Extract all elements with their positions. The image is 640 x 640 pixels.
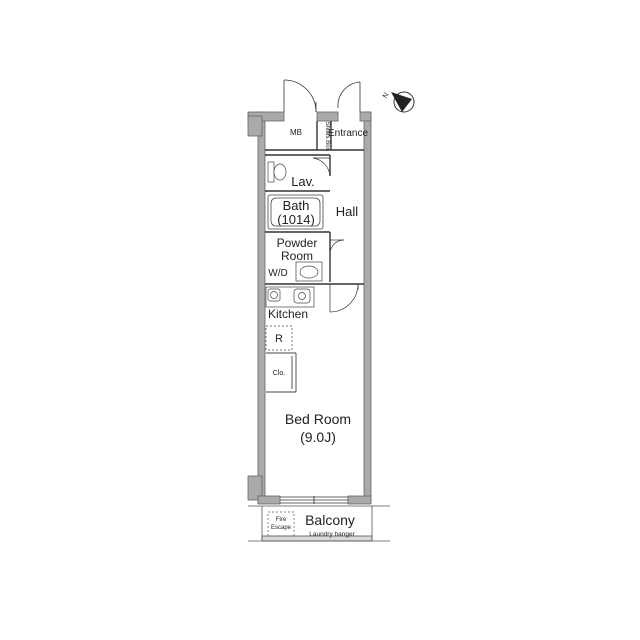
label-hall: Hall bbox=[336, 204, 359, 219]
label-bedroom-size: (9.0J) bbox=[300, 429, 336, 445]
hall-doors bbox=[312, 157, 359, 313]
fire-escape-icon bbox=[267, 511, 295, 537]
label-bath: Bath bbox=[283, 198, 310, 213]
label-powder-2: Room bbox=[281, 249, 313, 263]
label-bath-size: (1014) bbox=[277, 212, 315, 227]
closet-icon bbox=[266, 352, 297, 393]
compass-north-label: N bbox=[382, 92, 391, 100]
label-bedroom: Bed Room bbox=[285, 411, 351, 427]
left-column-bottom bbox=[247, 475, 263, 501]
label-powder-1: Powder bbox=[277, 236, 318, 250]
label-entrance: Entrance bbox=[328, 128, 368, 139]
top-right-wall bbox=[359, 111, 372, 122]
fridge-icon bbox=[265, 325, 293, 351]
compass-icon bbox=[391, 91, 415, 113]
entrance-doors bbox=[283, 79, 361, 113]
left-column-top bbox=[247, 115, 263, 137]
top-middle-wall bbox=[316, 111, 339, 122]
label-fire-2: Escape bbox=[271, 525, 292, 531]
bottom-wall-right bbox=[347, 495, 372, 505]
label-kitchen: Kitchen bbox=[268, 307, 308, 321]
label-fire-1: Fire bbox=[276, 517, 287, 523]
label-balcony: Balcony bbox=[305, 512, 355, 528]
label-wd: W/D bbox=[268, 268, 287, 279]
label-lav: Lav. bbox=[291, 174, 315, 189]
label-closet: Clo. bbox=[273, 370, 286, 377]
balcony-area bbox=[248, 505, 390, 542]
balcony-window bbox=[280, 496, 348, 504]
label-fridge: R bbox=[275, 333, 283, 345]
bottom-wall-left bbox=[257, 495, 281, 505]
label-mb: MB bbox=[290, 128, 302, 137]
left-wall bbox=[257, 111, 266, 503]
bathtub-icon bbox=[267, 194, 324, 230]
exterior-walls bbox=[247, 111, 372, 505]
label-shoes-box: Shoes Box bbox=[324, 121, 330, 150]
kitchen-counter-icon bbox=[265, 286, 315, 308]
label-laundry: Laundry hanger bbox=[309, 531, 355, 538]
right-wall bbox=[363, 111, 372, 503]
basin-icon bbox=[295, 261, 323, 282]
toilet-icon bbox=[267, 161, 287, 183]
interior-walls bbox=[265, 121, 364, 285]
